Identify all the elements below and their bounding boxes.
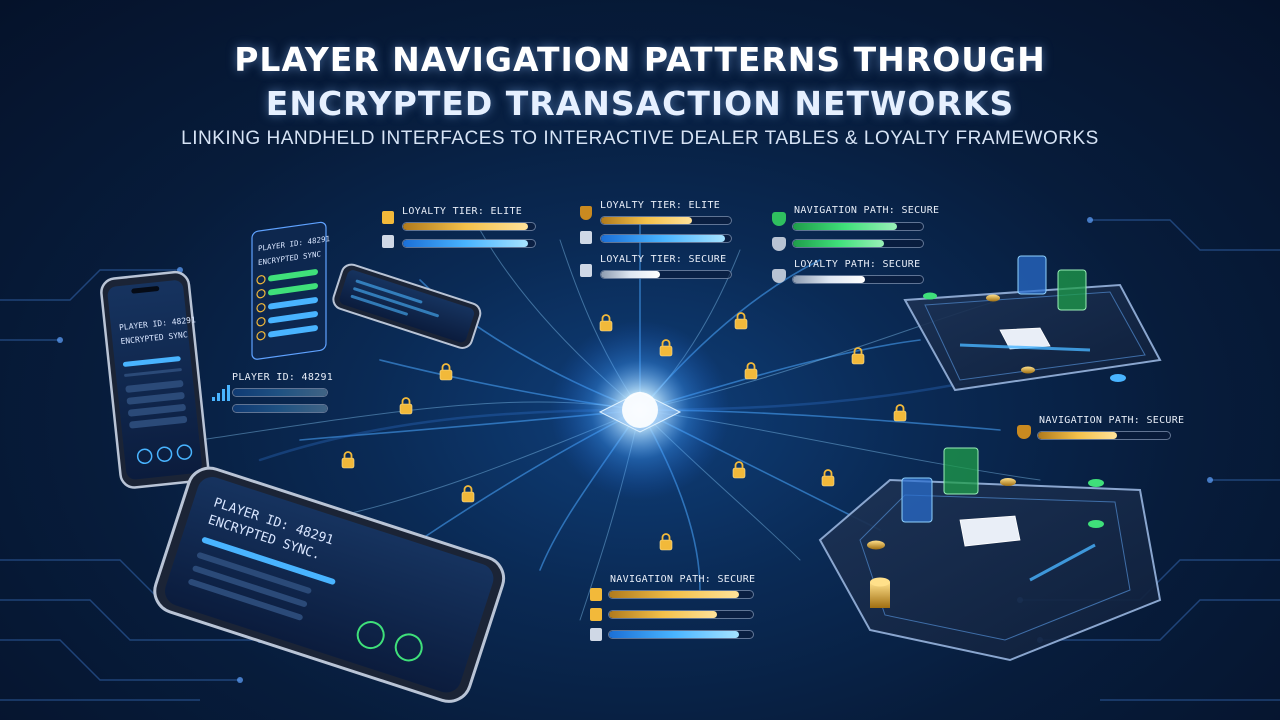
panel-bar: [792, 275, 924, 284]
panel-bar-fill: [793, 276, 865, 283]
panel-label: NAVIGATION PATH: SECURE: [794, 205, 940, 216]
panel-bar: [608, 610, 754, 619]
panel-bar: [792, 222, 924, 231]
lock-icon: [590, 588, 602, 601]
lock-icon: [590, 608, 602, 621]
shield-icon: [772, 269, 786, 283]
panel-bar: [608, 630, 754, 639]
panel-label: LOYALTY TIER: SECURE: [600, 254, 727, 265]
tablet-card: PLAYER ID: 48291 ENCRYPTED SYNC: [251, 221, 331, 360]
panel-bar: [402, 239, 536, 248]
panel-bar-fill: [403, 240, 529, 247]
panel-bar-fill: [403, 223, 529, 230]
panel-bar: [792, 239, 924, 248]
panel-loyalty-path-secure: LOYALTY PATH: SECURE: [770, 259, 930, 293]
lock-icon: [580, 231, 592, 244]
panel-label: LOYALTY PATH: SECURE: [794, 259, 921, 270]
panel-bar: [402, 222, 536, 231]
shield-icon: [772, 237, 786, 251]
phone-bottom: PLAYER ID: 48291 ENCRYPTED SYNC.: [153, 466, 506, 703]
lock-icon: [382, 211, 394, 224]
lock-icon: [590, 628, 602, 641]
dealer-table-top: [903, 255, 1162, 392]
panel-label: NAVIGATION PATH: SECURE: [1039, 415, 1185, 426]
title-line-2: ENCRYPTED TRANSACTION NETWORKS: [265, 84, 1015, 123]
panel-navigation-secure-bottom: NAVIGATION PATH: SECURE: [588, 574, 758, 644]
phone-left: PLAYER ID: 48291 ENCRYPTED SYNC: [100, 270, 210, 489]
panel-bar-fill: [601, 217, 692, 224]
panel-bar-fill: [609, 631, 739, 638]
dealer-table-bottom: [818, 447, 1162, 662]
shield-icon: [1017, 425, 1031, 439]
panel-label: LOYALTY TIER: ELITE: [600, 200, 721, 211]
panel-bar-fill: [793, 223, 897, 230]
panel-loyalty-elite-2: LOYALTY TIER: ELITE: [578, 200, 738, 250]
panel-navigation-secure-right: NAVIGATION PATH: SECURE: [1015, 415, 1184, 449]
player-id-bar-2: [232, 404, 328, 413]
phone-small: [332, 263, 482, 349]
lock-icon: [580, 264, 592, 277]
panel-bar-fill: [609, 611, 717, 618]
signal-bars: [212, 385, 230, 401]
panel-label: NAVIGATION PATH: SECURE: [610, 574, 756, 585]
lock-icon: [382, 235, 394, 248]
panel-bar-fill: [793, 240, 884, 247]
panel-bar: [600, 234, 732, 243]
panel-bar: [608, 590, 754, 599]
player-id-panel: PLAYER ID: 48291: [232, 372, 334, 422]
panel-bar-fill: [609, 591, 739, 598]
panel-loyalty-elite-1: LOYALTY TIER: ELITE: [380, 206, 540, 256]
shield-icon: [772, 212, 786, 226]
panel-bar: [600, 216, 732, 225]
panel-bar-fill: [601, 235, 725, 242]
player-id-label: PLAYER ID: 48291: [232, 372, 334, 383]
panel-navigation-secure-top: NAVIGATION PATH: SECURE: [770, 205, 939, 255]
panel-bar-fill: [1038, 432, 1118, 439]
shield-icon: [580, 206, 592, 220]
panel-bar: [1037, 431, 1171, 440]
title-line-1: PLAYER NAVIGATION PATTERNS THROUGH: [234, 40, 1046, 79]
player-id-bar-1: [232, 388, 328, 397]
panel-loyalty-secure: LOYALTY TIER: SECURE: [578, 254, 738, 288]
panel-label: LOYALTY TIER: ELITE: [402, 206, 523, 217]
panel-bar: [600, 270, 732, 279]
panel-bar-fill: [601, 271, 660, 278]
subtitle: LINKING HANDHELD INTERFACES TO INTERACTI…: [181, 128, 1099, 149]
